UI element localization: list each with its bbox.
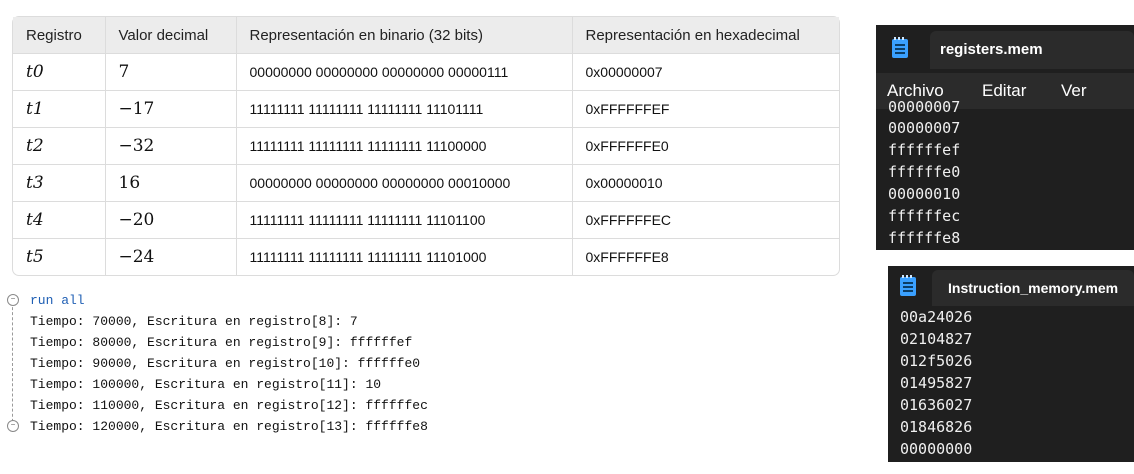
- cell-register: t0: [13, 53, 106, 91]
- cell-hex: 0xFFFFFFEF: [572, 90, 839, 128]
- text-line: 01846826: [900, 418, 973, 436]
- table-row: t0 7 00000000 00000000 00000000 00000111…: [13, 53, 839, 91]
- cell-hex: 0xFFFFFFE8: [585, 249, 669, 265]
- cell-decimal: −24: [105, 238, 237, 275]
- cell-hex: 0x00000010: [572, 164, 839, 202]
- fold-collapse-icon[interactable]: −: [7, 294, 19, 306]
- text-line: 00000007: [888, 119, 961, 137]
- header-registro: Registro: [13, 17, 106, 54]
- text-line: 00000010: [888, 185, 961, 203]
- cell-binary: 11111111 11111111 11111111 11101100: [236, 201, 573, 239]
- cell-decimal: −20: [105, 201, 237, 239]
- table-row: t4 −20 11111111 11111111 11111111 111011…: [13, 201, 839, 239]
- header-binario: Representación en binario (32 bits): [236, 17, 573, 54]
- table-header-row: Registro Valor decimal Representación en…: [13, 17, 839, 54]
- console-command: run all: [30, 293, 85, 308]
- fold-end-icon[interactable]: −: [7, 420, 19, 432]
- cell-binary: 00000000 00000000 00000000 00000111: [236, 53, 573, 91]
- simulation-console: − − run all Tiempo: 70000, Escritura en …: [0, 290, 560, 450]
- cell-decimal: 16: [105, 164, 237, 202]
- text-line: ffffffe8: [888, 229, 961, 247]
- text-area[interactable]: 00000007 00000007 ffffffef ffffffe0 0000…: [876, 98, 1134, 250]
- console-line: Tiempo: 110000, Escritura en registro[12…: [30, 398, 428, 413]
- text-line: ffffffef: [888, 141, 961, 159]
- cell-hex: 0xFFFFFFEC: [572, 201, 839, 239]
- text-line: 02104827: [900, 330, 973, 348]
- cell-decimal: −32: [105, 127, 237, 165]
- menu-editar[interactable]: Editar: [982, 81, 1027, 100]
- text-line: 00000000: [900, 440, 973, 458]
- cell-register: t3: [13, 164, 106, 202]
- cell-register: t1: [13, 90, 106, 128]
- title-bar: registers.mem: [876, 25, 1134, 69]
- text-line: 00a24026: [900, 308, 973, 326]
- text-line: ffffffec: [888, 207, 961, 225]
- cell-binary: 00000000 00000000 00000000 00010000: [236, 164, 573, 202]
- tab-title: registers.mem: [940, 41, 1043, 58]
- tab-instruction-memory-mem[interactable]: Instruction_memory.mem: [932, 270, 1134, 306]
- text-line: 01495827: [900, 374, 973, 392]
- cell-hex: 0xFFFFFFE0: [572, 127, 839, 165]
- instruction-memory-notepad-window: Instruction_memory.mem 00a24026 02104827…: [888, 266, 1134, 462]
- text-area[interactable]: 00a24026 02104827 012f5026 01495827 0163…: [888, 306, 1134, 462]
- cell-hex: 0x00000007: [572, 53, 839, 91]
- console-line: Tiempo: 100000, Escritura en registro[11…: [30, 377, 382, 392]
- console-line: Tiempo: 80000, Escritura en registro[9]:…: [30, 335, 413, 350]
- notepad-icon: [900, 275, 916, 296]
- text-line: ffffffe0: [888, 163, 961, 181]
- cell-binary: 11111111 11111111 11111111 11101111: [236, 90, 573, 128]
- cell-binary: 11111111 11111111 11111111 11100000: [236, 127, 573, 165]
- menu-archivo[interactable]: Archivo: [887, 81, 944, 100]
- notepad-icon: [892, 37, 908, 58]
- cell-binary: 11111111 11111111 11111111 11101000: [236, 238, 573, 275]
- cell-register: t2: [13, 127, 106, 165]
- header-valor-decimal: Valor decimal: [105, 17, 237, 54]
- console-line: Tiempo: 70000, Escritura en registro[8]:…: [30, 314, 358, 329]
- console-line: Tiempo: 120000, Escritura en registro[13…: [30, 419, 428, 434]
- tab-registers-mem[interactable]: registers.mem: [930, 31, 1134, 69]
- cell-decimal: 7: [105, 53, 237, 91]
- menu-ver[interactable]: Ver: [1061, 81, 1087, 100]
- table-row: t2 −32 11111111 11111111 11111111 111000…: [13, 127, 839, 165]
- table-row: t3 16 00000000 00000000 00000000 0001000…: [13, 164, 839, 202]
- cell-register: t4: [13, 201, 106, 239]
- table-row: t1 −17 11111111 11111111 11111111 111011…: [13, 90, 839, 128]
- fold-guide: [12, 302, 13, 432]
- cell-decimal: −17: [105, 90, 237, 128]
- registers-notepad-window: registers.mem Archivo Editar Ver 0000000…: [876, 25, 1134, 250]
- text-line: 01636027: [900, 396, 973, 414]
- tab-title: Instruction_memory.mem: [948, 280, 1119, 296]
- text-line-partial: 00000007: [888, 98, 961, 116]
- table-row: t5 −24 11111111 11111111 11111111 111010…: [13, 238, 839, 275]
- register-table: Registro Valor decimal Representación en…: [12, 16, 840, 276]
- cell-register: t5: [13, 238, 106, 275]
- menu-bar: Archivo Editar Ver: [876, 73, 1134, 109]
- title-bar: Instruction_memory.mem: [888, 266, 1134, 306]
- text-line: 012f5026: [900, 352, 973, 370]
- console-line: Tiempo: 90000, Escritura en registro[10]…: [30, 356, 421, 371]
- header-hexadecimal: Representación en hexadecimal: [572, 17, 839, 54]
